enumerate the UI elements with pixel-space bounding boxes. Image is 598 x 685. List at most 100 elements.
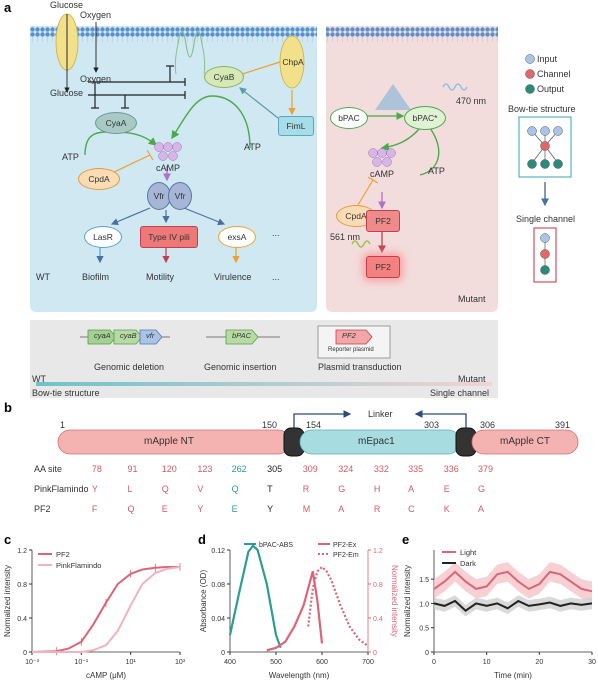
x-tick-label: 10⁻¹ bbox=[74, 659, 88, 666]
biofilm-label: Biofilm bbox=[82, 272, 110, 282]
y-tick-label-left: 0.12 bbox=[211, 548, 225, 555]
legend-label: Light bbox=[460, 548, 477, 557]
exsa-node: exsA bbox=[218, 226, 256, 248]
legend-single: Single channel bbox=[516, 214, 576, 224]
y-tick-label: 0 bbox=[23, 650, 27, 657]
y-tick-label-left: 0.04 bbox=[211, 616, 225, 623]
pos-306: 306 bbox=[480, 420, 496, 430]
legend-output: Output bbox=[537, 84, 565, 94]
aa-cell-sites: 120 bbox=[161, 464, 177, 474]
camp-cluster-mutant bbox=[368, 148, 396, 167]
legend-input: Input bbox=[537, 54, 558, 64]
y-tick-label-left: 0 bbox=[221, 650, 225, 657]
cyaa-node: CyaA bbox=[95, 112, 137, 134]
cpda-wt-node: CpdA bbox=[78, 168, 120, 190]
segment-mapple-nt: mApple NT bbox=[144, 436, 195, 447]
lasr-node: LasR bbox=[84, 226, 122, 248]
y-tick-label: 0 bbox=[425, 650, 429, 657]
aa-cell-sites: 335 bbox=[408, 464, 424, 474]
aa-cell-pf2: R bbox=[373, 504, 381, 514]
series-band-0 bbox=[434, 562, 592, 601]
x-tick-label: 20 bbox=[535, 659, 543, 666]
membrane-and-arrows bbox=[30, 13, 572, 283]
bottom-mutant-label: Mutant bbox=[458, 374, 486, 384]
aa-cell-pinkflamindo: T bbox=[267, 484, 273, 494]
legend-label: bPAC-ABS bbox=[259, 542, 293, 549]
y-tick-label: 0.4 bbox=[17, 616, 27, 623]
genomic-insertion-label: Genomic insertion bbox=[204, 362, 277, 372]
y-tick-label-right: 0 bbox=[373, 650, 377, 657]
y-tick-label-right: 0.4 bbox=[373, 616, 383, 623]
pos-303: 303 bbox=[424, 420, 440, 430]
aa-cell-pf2: Y bbox=[197, 504, 204, 514]
cyab-node: CyaB bbox=[204, 66, 244, 88]
bottom-wt-label: WT bbox=[32, 374, 46, 384]
vfr-node-2: Vfr bbox=[168, 182, 192, 210]
type4-pili-node: Type IV pili bbox=[140, 226, 198, 248]
row-label-pf2: PF2 bbox=[34, 504, 51, 514]
camp-wt-label: cAMP bbox=[156, 163, 181, 173]
row-label-aa: AA site bbox=[34, 464, 63, 474]
domain-diagram bbox=[57, 410, 579, 457]
aa-cell-pf2: E bbox=[161, 504, 168, 514]
linker-label: Linker bbox=[368, 409, 393, 419]
atp-left-label: ATP bbox=[62, 152, 79, 162]
gene-pf2: PF2 bbox=[342, 331, 356, 340]
aa-cell-pf2: A bbox=[338, 504, 345, 514]
nm470-label: 470 nm bbox=[456, 96, 487, 106]
legend-label: PF2-Em bbox=[333, 552, 359, 559]
aa-cell-pinkflamindo: Q bbox=[161, 484, 169, 494]
aa-cell-pinkflamindo: E bbox=[443, 484, 450, 494]
panel-d-letter: d bbox=[198, 532, 206, 547]
y-tick-label: 1.2 bbox=[17, 548, 27, 555]
x-tick-label: 600 bbox=[316, 659, 328, 666]
legend-label: PF2-Ex bbox=[333, 542, 357, 549]
y-tick-label-left: 0.08 bbox=[211, 582, 225, 589]
aa-cell-sites: 379 bbox=[478, 464, 494, 474]
panel-b-letter: b bbox=[4, 400, 12, 415]
y-axis-label-left: Absorbance (OD) bbox=[199, 570, 208, 633]
gene-cyab: cyaB bbox=[120, 331, 137, 340]
bottom-single-label: Single channel bbox=[430, 388, 490, 398]
legend-label: Dark bbox=[460, 559, 476, 568]
gene-cyaa: cyaA bbox=[94, 331, 111, 340]
x-tick-label: 30 bbox=[588, 659, 596, 666]
ellipsis-targets: ... bbox=[272, 228, 280, 238]
legend-label: PF2 bbox=[56, 550, 70, 559]
aa-cell-pf2: K bbox=[443, 504, 450, 514]
x-tick-label: 0 bbox=[432, 659, 436, 666]
camp-mutant-label: cAMP bbox=[370, 169, 395, 179]
aa-cell-pinkflamindo: L bbox=[127, 484, 133, 494]
aa-cell-pinkflamindo: V bbox=[197, 484, 204, 494]
aa-cell-pinkflamindo: G bbox=[338, 484, 346, 494]
wt-label: WT bbox=[36, 272, 50, 282]
legend-label: PinkFlamindo bbox=[56, 561, 101, 570]
bottom-bowtie-label: Bow-tie structure bbox=[32, 388, 100, 398]
oxygen-top-label: Oxygen bbox=[80, 10, 112, 20]
aa-cell-sites: 336 bbox=[443, 464, 459, 474]
series-line-1 bbox=[266, 571, 324, 652]
x-tick-label: 700 bbox=[362, 659, 374, 666]
aa-cell-pf2: C bbox=[408, 504, 415, 514]
aa-cell-pinkflamindo: R bbox=[302, 484, 310, 494]
aa-cell-pf2: A bbox=[478, 504, 485, 514]
plasmid-transduction-label: Plasmid transduction bbox=[318, 362, 402, 372]
genomic-deletion-label: Genomic deletion bbox=[94, 362, 165, 372]
pos-391: 391 bbox=[555, 420, 571, 430]
x-tick-label: 10³ bbox=[175, 659, 186, 666]
aa-cell-sites: 262 bbox=[231, 464, 247, 474]
nm561-label: 561 nm bbox=[330, 232, 361, 242]
glucose-mid-label: Glucose bbox=[50, 88, 84, 98]
series-line-0 bbox=[31, 566, 180, 653]
legend-bowtie: Bow-tie structure bbox=[508, 104, 576, 114]
series-line-2 bbox=[307, 565, 369, 647]
aa-cell-sites: 332 bbox=[373, 464, 389, 474]
y-axis-label: Normalized intensity bbox=[403, 565, 412, 637]
aa-cell-sites: 305 bbox=[267, 464, 283, 474]
reporter-plasmid-label: Reporter plasmid bbox=[328, 347, 374, 353]
x-axis-label: Time (min) bbox=[494, 671, 532, 680]
series-line-1 bbox=[32, 566, 181, 653]
motility-label: Motility bbox=[146, 272, 175, 282]
